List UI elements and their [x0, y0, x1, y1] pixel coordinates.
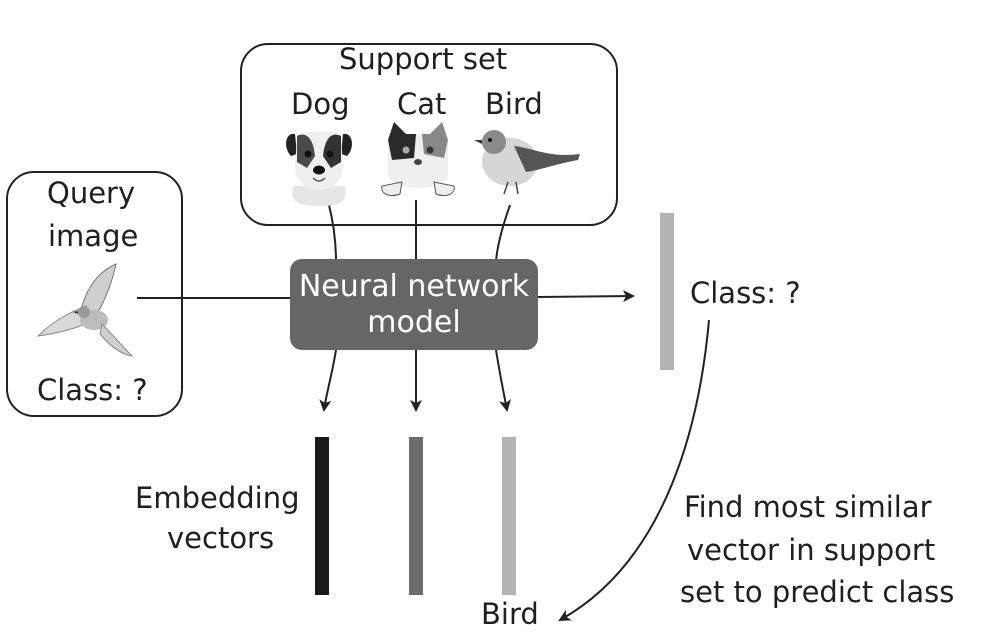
- dog-to-model-line: [328, 204, 337, 263]
- predicted-class-label: Bird: [481, 597, 539, 631]
- note-line2: vector in support: [687, 533, 936, 567]
- similarity-arrow: [558, 319, 710, 621]
- embedding-vector-bird: [502, 437, 516, 595]
- support-class-dog: Dog: [291, 87, 350, 121]
- support-set-title: Support set: [339, 42, 508, 76]
- bird-photo: [474, 130, 580, 195]
- query-title-line1: Query: [47, 176, 136, 210]
- model-to-dog-vector-arrow: [319, 349, 337, 412]
- bird-to-model-line: [495, 204, 511, 263]
- query-title-line2: image: [48, 219, 139, 253]
- support-class-bird: Bird: [485, 87, 543, 121]
- model-label-line2: model: [367, 304, 461, 340]
- neural-network-model-box: Neural network model: [290, 259, 538, 350]
- model-to-output-arrow: [537, 290, 635, 303]
- embedding-vector-cat: [409, 437, 423, 595]
- note-line1: Find most similar: [684, 490, 932, 524]
- flying-bird-photo: [36, 263, 134, 357]
- query-box: [6, 171, 183, 417]
- query-class-label: Class: ?: [37, 373, 148, 407]
- model-to-bird-vector-arrow: [495, 349, 511, 412]
- output-class-label: Class: ?: [690, 276, 801, 310]
- embedding-vector-dog: [315, 437, 329, 595]
- embedding-label-line1: Embedding: [135, 481, 300, 515]
- cat-photo: [381, 122, 455, 197]
- support-class-cat: Cat: [397, 87, 447, 121]
- query-embedding-vector: [660, 213, 674, 370]
- support-set-box: [240, 43, 618, 226]
- embedding-label-line2: vectors: [167, 521, 275, 555]
- dog-photo: [286, 131, 352, 206]
- model-label-line1: Neural network: [298, 268, 530, 304]
- note-line3: set to predict class: [680, 575, 955, 609]
